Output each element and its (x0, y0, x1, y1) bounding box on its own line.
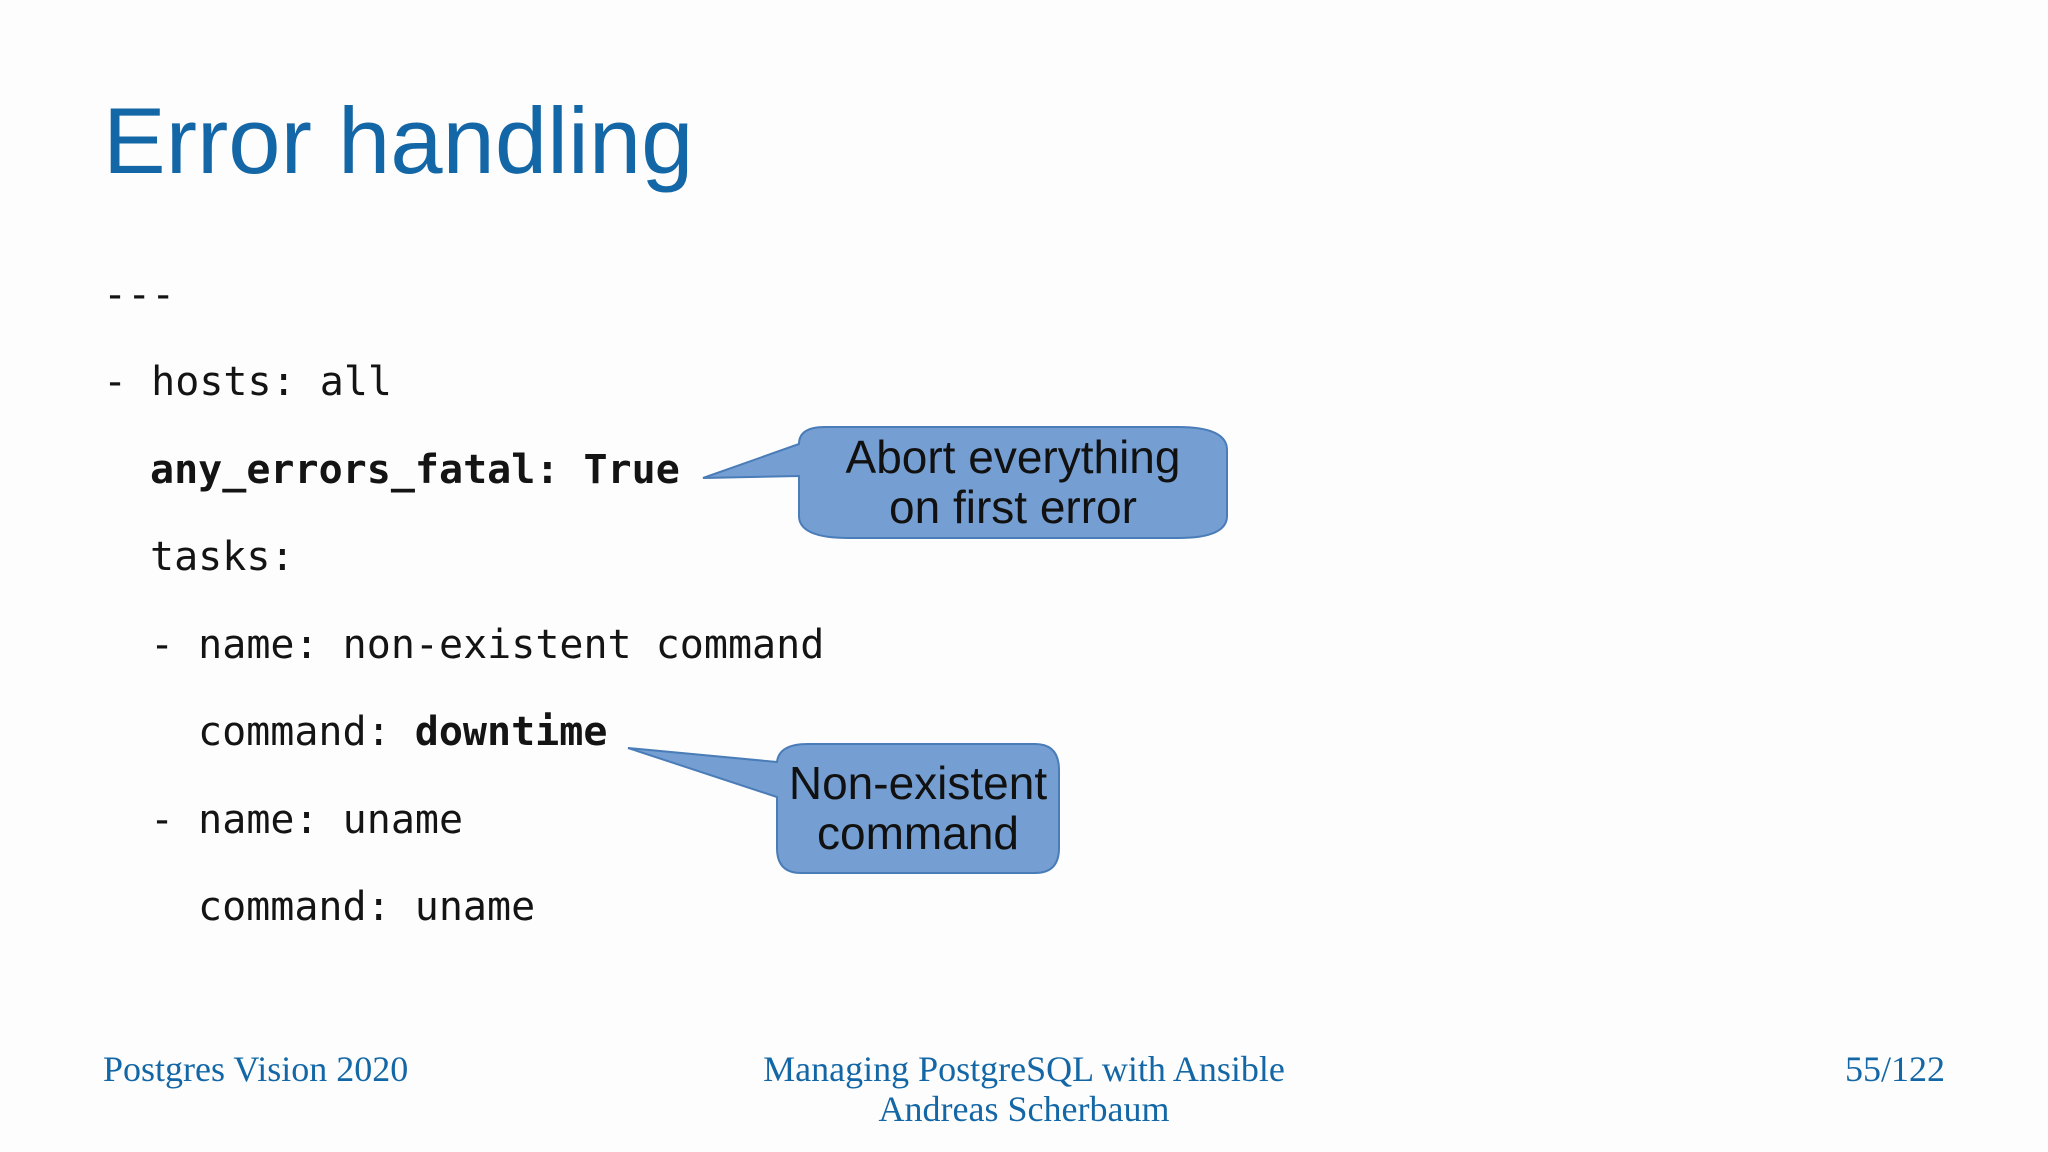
code-text: - name: non-existent command (150, 622, 825, 668)
callout-abort-line2: on first error (889, 481, 1137, 533)
code-text-bold: any_errors_fatal: True (150, 447, 680, 493)
footer-talk-title: Managing PostgreSQL with Ansible (763, 1049, 1285, 1089)
code-text: command: uname (198, 884, 536, 930)
callout-nonexistent-line1: Non-existent (788, 757, 1048, 809)
callout-abort-line1: Abort everything (845, 431, 1181, 483)
code-line-task2-name: - name: uname (150, 795, 463, 845)
code-line-document-start: --- (103, 270, 175, 320)
code-line-task1-command: command: downtime (198, 707, 607, 757)
code-line-task1-name: - name: non-existent command (150, 620, 824, 670)
callout-abort-text: Abort everything on first error (799, 432, 1227, 532)
footer-talk-info: Managing PostgreSQL with Ansible Andreas… (624, 1049, 1424, 1129)
footer-event-name: Postgres Vision 2020 (103, 1049, 409, 1089)
footer-page-number: 55/122 (1844, 1049, 1945, 1089)
slide-title: Error handling (103, 88, 694, 193)
code-text: - name: uname (150, 797, 464, 843)
code-text: --- (103, 272, 176, 318)
footer-author: Andreas Scherbaum (878, 1089, 1170, 1129)
callout-nonexistent-line2: command (817, 807, 1019, 859)
callout-nonexistent-text: Non-existent command (777, 758, 1059, 858)
code-line-hosts: - hosts: all (103, 357, 392, 407)
code-text: command: (198, 709, 415, 755)
code-line-tasks: tasks: (150, 532, 295, 582)
code-text: tasks: (150, 534, 295, 580)
code-text: - hosts: all (103, 359, 392, 405)
code-line-any-errors-fatal: any_errors_fatal: True (150, 445, 680, 495)
code-text-bold: downtime (414, 709, 608, 755)
code-line-task2-command: command: uname (198, 882, 535, 932)
